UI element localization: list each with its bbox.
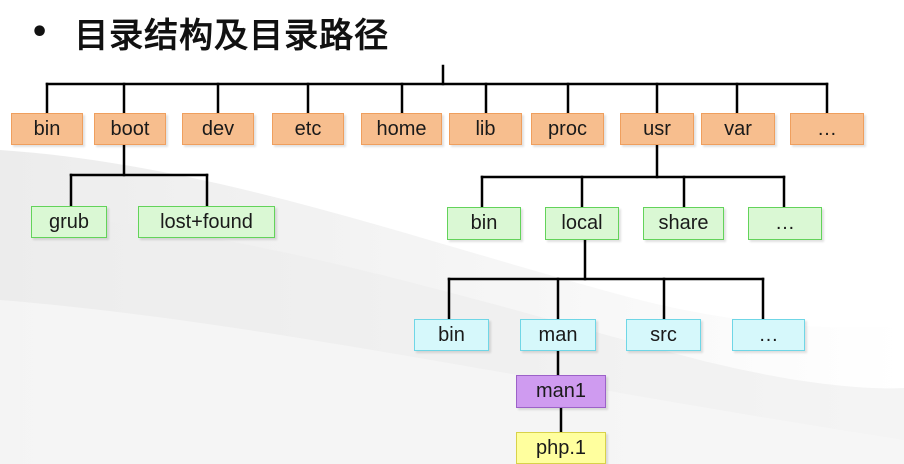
- dir-dev: dev: [182, 113, 254, 145]
- dir-var: var: [701, 113, 775, 145]
- dir-home: home: [361, 113, 442, 145]
- page-title: • 目录结构及目录路径: [30, 8, 389, 56]
- dir-lib: lib: [449, 113, 522, 145]
- dir-lost-found: lost+found: [138, 206, 275, 238]
- dir-more-usr: …: [748, 207, 822, 240]
- file-php-1: php.1: [516, 432, 606, 464]
- dir-local: local: [545, 207, 619, 240]
- dir-local-bin: bin: [414, 319, 489, 351]
- title-text: 目录结构及目录路径: [74, 15, 390, 56]
- dir-grub: grub: [31, 206, 107, 238]
- dir-share: share: [643, 207, 724, 240]
- dir-man1: man1: [516, 375, 606, 408]
- dir-etc: etc: [272, 113, 344, 145]
- dir-boot: boot: [94, 113, 166, 145]
- dir-man: man: [520, 319, 596, 351]
- title-bullet: •: [30, 14, 51, 50]
- dir-proc: proc: [531, 113, 604, 145]
- dir-src: src: [626, 319, 701, 351]
- dir-more-local: …: [732, 319, 805, 351]
- dir-usr: usr: [620, 113, 694, 145]
- dir-more-root: …: [790, 113, 864, 145]
- dir-bin: bin: [11, 113, 83, 145]
- dir-usr-bin: bin: [447, 207, 521, 240]
